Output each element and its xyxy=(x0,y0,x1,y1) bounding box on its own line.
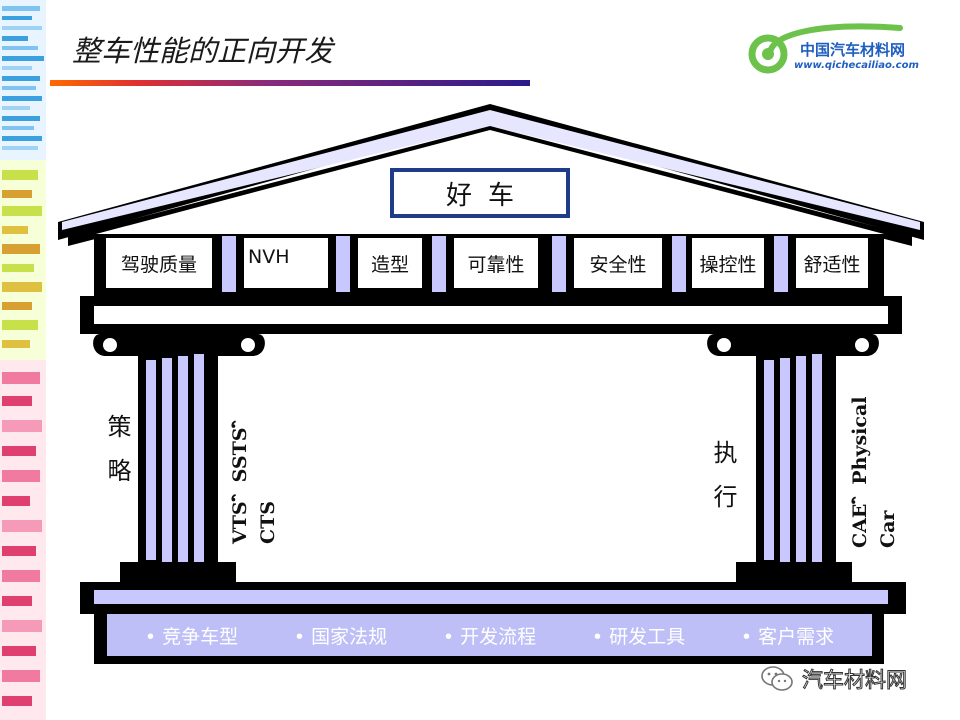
foundation-top-light xyxy=(94,590,888,604)
foundation-item-competitors: • 竞争车型 xyxy=(144,625,239,648)
wechat-icon xyxy=(761,666,793,691)
left-pillar-caption-line1: VTS，SSTS， xyxy=(229,408,251,545)
foundation-item-process: • 开发流程 xyxy=(442,625,537,648)
divider xyxy=(672,236,686,292)
foundation-item-customer: • 客户需求 xyxy=(740,625,835,648)
foundation-item-tools: • 研发工具 xyxy=(591,625,686,648)
left-column-base xyxy=(120,562,236,584)
architrave-light xyxy=(94,306,888,324)
quality-driving: 驾驶质量 xyxy=(106,238,212,288)
quality-safety: 安全性 xyxy=(574,238,662,288)
left-pillar-caption-line2: CTS xyxy=(257,501,279,544)
logo-url: www.qichecailiao.com xyxy=(794,60,919,71)
divider xyxy=(774,236,788,292)
watermark-text: 汽车材料网 xyxy=(802,668,908,693)
right-pillar-caption: CAE，Physical Car xyxy=(846,386,902,549)
quality-handling: 操控性 xyxy=(692,238,764,288)
foundation-band: • 竞争车型 • 国家法规 • 开发流程 • 研发工具 • 客户需求 xyxy=(107,614,872,656)
slide-title: 整车性能的正向开发 xyxy=(72,34,334,68)
decorative-side-strip xyxy=(0,0,46,720)
right-pillar-name: 执行 xyxy=(709,440,737,528)
title-underline xyxy=(50,80,530,86)
foundation-item-regulations: • 国家法规 xyxy=(293,625,388,648)
quality-comfort: 舒适性 xyxy=(796,238,868,288)
divider xyxy=(432,236,446,292)
right-capital xyxy=(707,334,879,356)
right-pillar-caption-line2: Car xyxy=(877,510,899,548)
quality-styling: 造型 xyxy=(358,238,422,288)
site-logo-icon xyxy=(748,23,903,74)
roof-label-box: 好车 xyxy=(390,168,570,218)
watermark: 汽车材料网 xyxy=(760,663,940,695)
left-pillar-name: 策略 xyxy=(103,414,131,502)
divider xyxy=(336,236,350,292)
divider xyxy=(222,236,236,292)
right-column-base xyxy=(736,562,852,584)
divider xyxy=(552,236,566,292)
quality-reliability: 可靠性 xyxy=(454,238,538,288)
logo-name: 中国汽车材料网 xyxy=(800,41,906,59)
left-capital xyxy=(93,334,265,356)
left-pillar-caption: VTS，SSTS， CTS xyxy=(226,404,282,545)
quality-nvh: NVH xyxy=(244,238,328,288)
right-pillar-caption-line1: CAE，Physical xyxy=(849,396,871,549)
